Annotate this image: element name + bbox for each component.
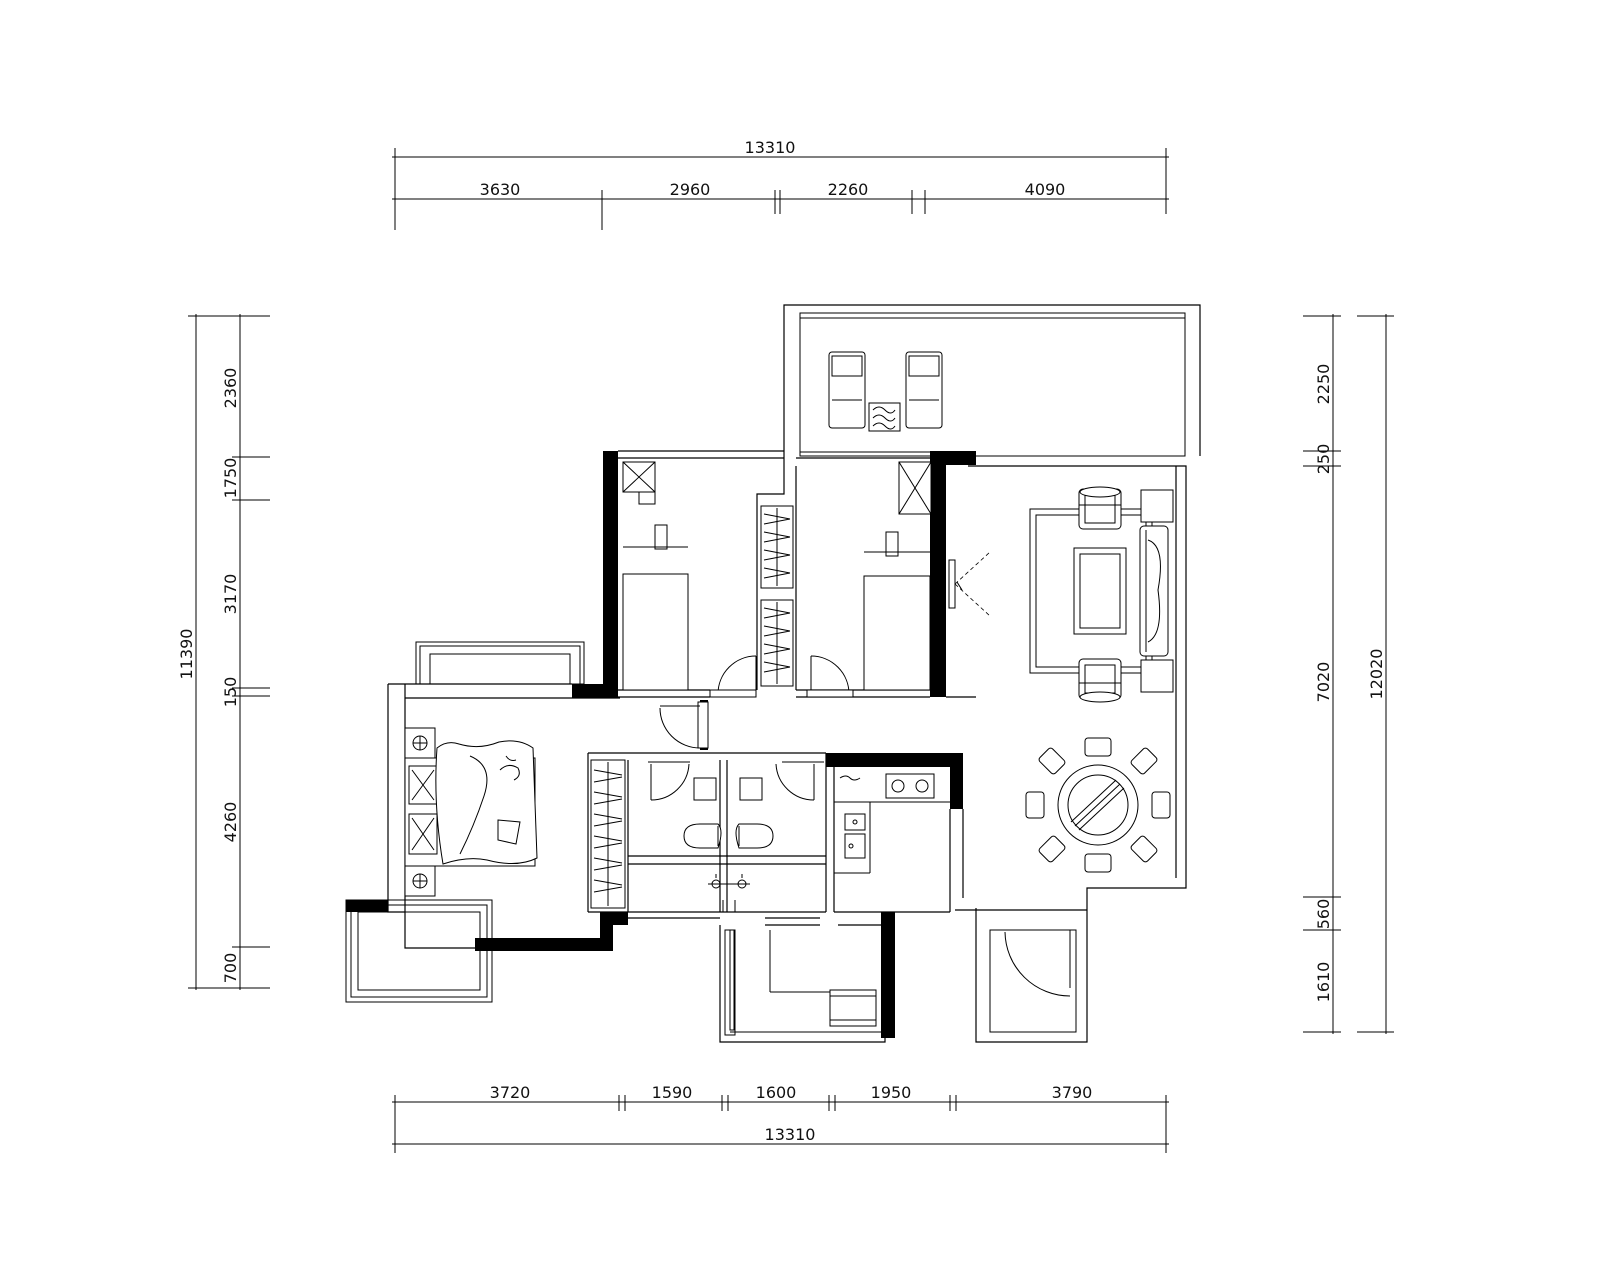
outer-walls bbox=[345, 465, 1187, 1043]
left-segment-5: 4260 bbox=[221, 802, 240, 843]
left-segment-4: 150 bbox=[221, 677, 240, 708]
top-segment-4: 4090 bbox=[1025, 180, 1066, 199]
left-segment-3: 3170 bbox=[221, 574, 240, 615]
right-segment-4: 560 bbox=[1314, 899, 1333, 930]
wardrobe-top bbox=[760, 505, 794, 589]
top-total-label: 13310 bbox=[745, 138, 796, 157]
dining-chairs bbox=[1025, 737, 1171, 873]
left-segment-1: 2360 bbox=[221, 368, 240, 409]
bedroom-2-furniture bbox=[622, 461, 689, 691]
bottom-total-label: 13310 bbox=[765, 1125, 816, 1144]
top-segment-2: 2960 bbox=[670, 180, 711, 199]
right-segment-2: 250 bbox=[1314, 444, 1333, 475]
top-balcony bbox=[783, 304, 1201, 466]
right-segment-5: 1610 bbox=[1314, 962, 1333, 1003]
wardrobe-bedroom bbox=[590, 759, 626, 909]
wardrobe-mid bbox=[760, 599, 794, 687]
right-total-label: 12020 bbox=[1367, 649, 1386, 700]
bottom-segment-3: 1600 bbox=[756, 1083, 797, 1102]
dining-set bbox=[1025, 737, 1171, 873]
master-bed bbox=[404, 727, 538, 897]
bottom-dimensions: 3720 1590 1600 1950 3790 13310 bbox=[392, 1083, 1169, 1153]
top-segment-1: 3630 bbox=[480, 180, 521, 199]
lounge-chair-right bbox=[905, 351, 943, 429]
bottom-segment-1: 3720 bbox=[490, 1083, 531, 1102]
bottom-segment-5: 3790 bbox=[1052, 1083, 1093, 1102]
top-segment-3: 2260 bbox=[828, 180, 869, 199]
armchair-bottom bbox=[1078, 658, 1122, 703]
left-dimensions: 11390 2360 1750 3170 150 4260 700 bbox=[177, 314, 270, 990]
right-segment-3: 7020 bbox=[1314, 662, 1333, 703]
bathroom-fixtures bbox=[683, 777, 774, 912]
armchair-top bbox=[1078, 486, 1122, 530]
kitchen-fixtures bbox=[834, 773, 950, 874]
left-segment-6: 700 bbox=[221, 953, 240, 984]
top-dimensions: 13310 3630 2960 2260 4090 bbox=[392, 138, 1169, 230]
bottom-segment-4: 1950 bbox=[871, 1083, 912, 1102]
left-segment-2: 1750 bbox=[221, 458, 240, 499]
left-total-label: 11390 bbox=[177, 629, 196, 680]
interior-walls bbox=[587, 450, 976, 926]
side-table bbox=[868, 402, 901, 432]
doors bbox=[648, 655, 1071, 997]
lounge-chair-left bbox=[828, 351, 866, 429]
right-dimensions: 2250 250 7020 560 1610 12020 bbox=[1303, 314, 1394, 1034]
living-room-set bbox=[1029, 486, 1174, 703]
right-segment-1: 2250 bbox=[1314, 364, 1333, 405]
bottom-segment-2: 1590 bbox=[652, 1083, 693, 1102]
tv-partition bbox=[948, 551, 991, 617]
bedroom-3-furniture bbox=[863, 461, 932, 691]
